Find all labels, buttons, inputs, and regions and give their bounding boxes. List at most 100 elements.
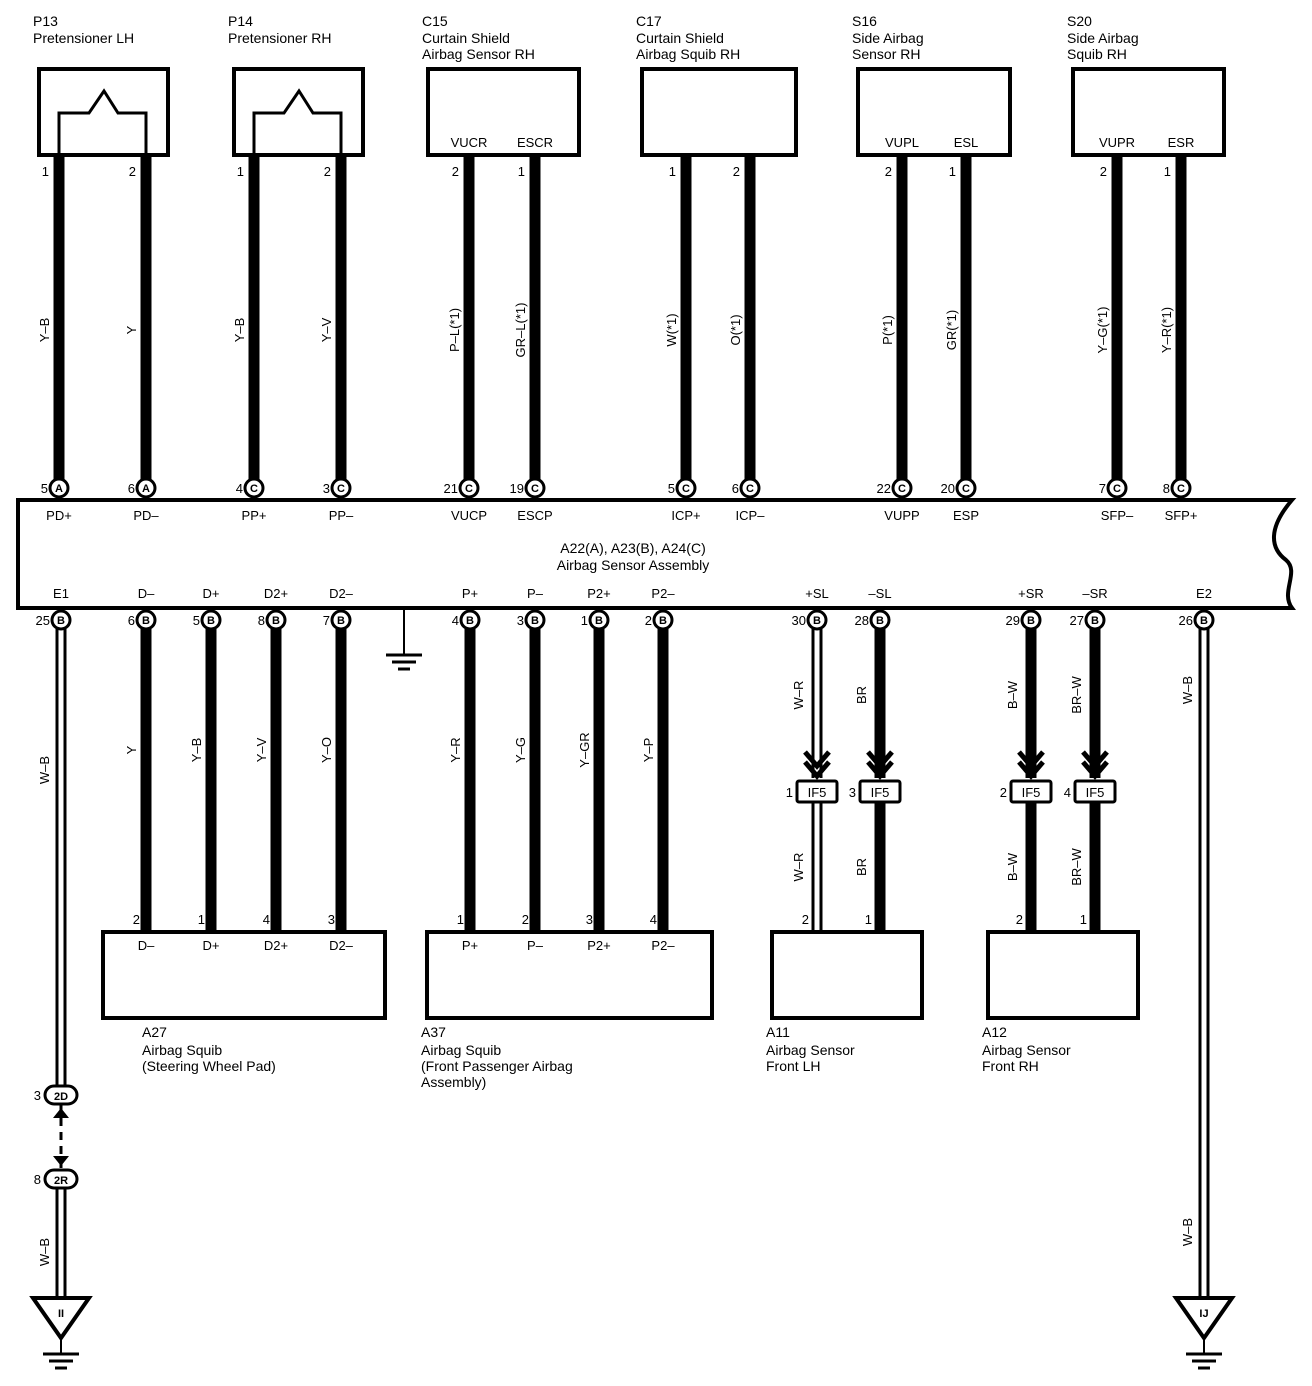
signal-name: P2– [651,586,675,601]
component-id: S20 [1067,13,1092,29]
inline-connector-pin: 2 [1000,785,1007,800]
airbag-sensor-assembly-bus [16,498,1297,610]
pin-number: 2 [733,164,740,179]
signal-name: SFP– [1101,508,1134,523]
component-box-C17 [640,67,798,157]
component-box-S16 [856,67,1012,157]
ground-wire-e1 [55,628,67,1086]
arrow-stroke [1017,750,1045,770]
wire-color: Y–G [513,737,528,763]
signal-name: E1 [53,586,69,601]
connector-pin-number: 29 [1006,613,1020,628]
signal-name: +SR [1018,586,1044,601]
component-id: A27 [142,1024,167,1040]
connector-19 [524,477,546,499]
connector-4 [459,609,481,631]
connector-pin-number: 8 [1163,481,1170,496]
pin-number: 2 [133,912,140,927]
wire-arrow [1017,750,1045,780]
signal-name: P2+ [587,586,611,601]
pin-number: 1 [949,164,956,179]
connector-pin-number: 3 [323,481,330,496]
component-name: Front LH [766,1058,820,1074]
wire-color: O(*1) [728,314,743,345]
pin-number: 1 [42,164,49,179]
signal-name: E2 [1196,586,1212,601]
wire-color: W–B [1180,676,1195,704]
pin-number: 2 [129,164,136,179]
connector-letter: B [531,615,539,627]
pin-label: VUPL [885,135,919,150]
connector-letter: C [1113,483,1121,495]
pin-number: 3 [586,912,593,927]
connector-pin-number: 7 [323,613,330,628]
pin-label: P+ [462,938,478,953]
inline-connector [858,779,902,804]
pin-label: VUPR [1099,135,1135,150]
assembly-connector-ids: A22(A), A23(B), A24(C) [560,540,706,556]
connector-letter: C [962,483,970,495]
connector-3 [330,477,352,499]
pin-number: 2 [802,912,809,927]
component-box-A37 [425,930,714,1020]
component-name: Airbag Sensor [766,1042,855,1058]
connector-letter: B [337,615,345,627]
component-id: P13 [33,13,58,29]
wire-color: Y–R(*1) [1159,307,1174,353]
inline-connector-pin: 1 [786,785,793,800]
wire-color: BR–W [1069,847,1084,885]
signal-name: PD+ [46,508,72,523]
component-name: Side Airbag [852,30,924,46]
junction-pin: 3 [34,1088,41,1103]
wire-arrow [1081,750,1109,780]
connector-letter: B [813,615,821,627]
connector-22 [891,477,913,499]
connector-letter: C [682,483,690,495]
connector-26 [1193,609,1215,631]
connector-6 [739,477,761,499]
connector-pin-number: 4 [236,481,243,496]
pin-label: P2– [651,938,675,953]
connector-pin-number: 6 [128,613,135,628]
connector-pin-number: 20 [941,481,955,496]
inline-connector [1073,779,1117,804]
pin-number: 1 [1080,912,1087,927]
assembly-name: Airbag Sensor Assembly [557,557,710,573]
connector-letter: B [876,615,884,627]
arrow-stroke [866,750,894,770]
component-name: Squib RH [1067,46,1127,62]
component-id: C15 [422,13,448,29]
pin-number: 1 [457,912,464,927]
pin-label: ESR [1168,135,1195,150]
arrow-stroke [803,750,831,770]
inline-connector-label: IF5 [871,785,890,800]
pin-label: P– [527,938,544,953]
component-name: (Steering Wheel Pad) [142,1058,276,1074]
wire-color: Y–B [189,738,204,763]
ground-wire-e1 [55,1188,67,1298]
wire-color: W–B [1180,1218,1195,1246]
component-box-C15 [426,67,581,157]
inline-connector-label: IF5 [1086,785,1105,800]
pin-number: 1 [518,164,525,179]
pin-number: 1 [669,164,676,179]
connector-7 [1106,477,1128,499]
connector-pin-number: 21 [444,481,458,496]
signal-name: P+ [462,586,478,601]
component-id: A11 [766,1024,790,1040]
component-id: A37 [421,1024,446,1040]
connector-28 [869,609,891,631]
connector-letter: B [1200,615,1208,627]
ground-point-label: II [58,1308,64,1320]
connector-5 [48,477,70,499]
connector-letter: C [1177,483,1185,495]
connector-pin-number: 30 [792,613,806,628]
component-name: Airbag Sensor RH [422,46,535,62]
connector-pin-number: 25 [36,613,50,628]
connector-27 [1084,609,1106,631]
signal-name: ICP– [736,508,766,523]
component-name: Curtain Shield [422,30,510,46]
connector-8 [265,609,287,631]
connector-letter: B [595,615,603,627]
wire-color: GR–L(*1) [513,303,528,358]
